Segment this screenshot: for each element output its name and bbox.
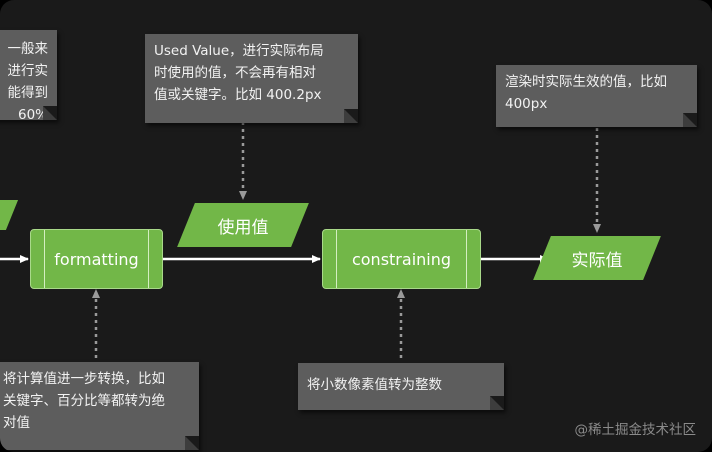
node-used-value-label: 使用值 [217, 217, 269, 238]
note-used-value: Used Value，进行实际布局 时使用的值，不会再有相对 值或关键字。比如 … [145, 34, 358, 123]
note-line: 400px [505, 96, 548, 112]
note-formatting-desc: 将计算值进一步转换，比如 关键字、百分比等都转为绝 对值 [0, 362, 199, 450]
note-line: 60% [17, 107, 48, 123]
note-line: 将计算值进一步转换，比如 [3, 371, 165, 387]
node-used-value: 使用值 [177, 203, 309, 247]
note-clipped-top-left: 一般来 进行实 能得到 60% [0, 30, 57, 123]
note-line: 时使用的值，不会再有相对 [154, 65, 316, 81]
node-actual-value: 实际值 [533, 236, 661, 280]
note-line: 能得到 [7, 85, 49, 101]
note-constraining-desc: 将小数像素值转为整数 [298, 363, 504, 410]
watermark: @稀土掘金技术社区 [574, 422, 697, 438]
note-line: 关键字、百分比等都转为绝 [3, 393, 165, 409]
note-line: 值或关键字。比如 400.2px [154, 87, 322, 103]
note-line: 进行实 [7, 63, 49, 79]
node-constraining: constraining [322, 229, 481, 289]
note-actual-value: 渲染时实际生效的值，比如 400px [496, 65, 697, 127]
note-line: 对值 [3, 415, 30, 431]
note-line: Used Value，进行实际布局 [154, 43, 324, 59]
node-formatting-label: formatting [54, 249, 139, 269]
note-line: 一般来 [7, 41, 49, 57]
node-constraining-label: constraining [351, 249, 452, 269]
note-line: 将小数像素值转为整数 [307, 377, 442, 393]
note-line: 渲染时实际生效的值，比如 [505, 74, 667, 90]
node-actual-value-label: 实际值 [571, 250, 623, 271]
node-formatting: formatting [30, 229, 163, 289]
